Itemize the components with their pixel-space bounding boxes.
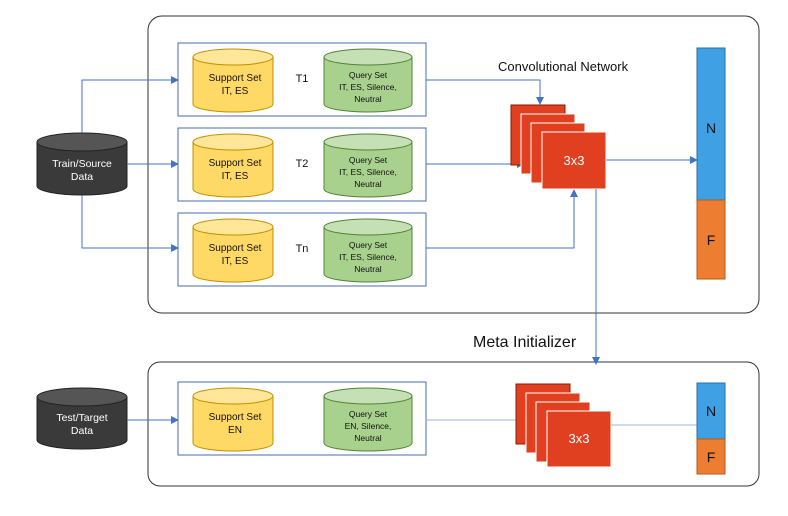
output-bar-train: N F	[696, 47, 726, 280]
output-n-segment	[696, 47, 726, 201]
task-to-conv-arrows	[426, 79, 578, 249]
query-set-t2: Query Set IT, ES, Silence, Neutral	[323, 133, 413, 198]
query-set-title: Query Set	[349, 409, 388, 419]
train-source-database: Train/Source Data	[36, 132, 128, 196]
support-set-title: Support Set	[209, 73, 262, 84]
query-set-classes-2: Neutral	[354, 179, 382, 189]
support-set-title: Support Set	[209, 243, 262, 254]
output-f-label: F	[707, 232, 716, 248]
query-set-classes: IT, ES, Silence,	[339, 252, 397, 262]
support-set-title: Support Set	[209, 412, 262, 423]
task-tag-t2: T2	[296, 158, 309, 170]
support-set-classes: IT, ES	[222, 171, 249, 182]
output-n-label: N	[706, 120, 716, 136]
test-db-line2: Data	[71, 425, 93, 437]
test-db-line1: Test/Target	[56, 412, 107, 424]
meta-initializer-title: Meta Initializer	[473, 334, 577, 351]
output-n-segment	[696, 382, 726, 440]
conv-filter-front	[546, 410, 612, 468]
query-set-classes-2: Neutral	[354, 94, 382, 104]
train-db-line1: Train/Source	[52, 158, 112, 170]
support-set-test: Support Set EN	[192, 387, 274, 452]
train-db-arrows	[81, 76, 179, 252]
conv-stack-test: 3x3	[515, 383, 612, 468]
target-container	[147, 361, 760, 487]
support-set-t2: Support Set IT, ES	[192, 133, 274, 198]
support-set-classes: IT, ES	[222, 256, 249, 267]
support-set-classes: IT, ES	[222, 86, 249, 97]
test-target-database: Test/Target Data	[36, 387, 128, 450]
query-set-classes: IT, ES, Silence,	[339, 167, 397, 177]
query-set-classes-2: Neutral	[354, 264, 382, 274]
query-set-title: Query Set	[349, 240, 388, 250]
support-set-title: Support Set	[209, 158, 262, 169]
output-n-label: N	[706, 403, 716, 419]
support-set-tn: Support Set IT, ES	[192, 218, 274, 283]
train-db-line2: Data	[71, 171, 93, 183]
query-set-t1: Query Set IT, ES, Silence, Neutral	[323, 48, 413, 113]
conv-label: 3x3	[569, 431, 590, 446]
query-set-title: Query Set	[349, 70, 388, 80]
conv-stack-train: 3x3	[510, 104, 607, 190]
conv-network-title: Convolutional Network	[498, 59, 629, 74]
task-tag-t1: T1	[296, 73, 309, 85]
output-f-label: F	[707, 449, 716, 465]
task-tag-tn: Tn	[296, 243, 309, 255]
conv-label: 3x3	[564, 153, 585, 168]
query-set-classes-2: Neutral	[354, 433, 382, 443]
query-set-classes: EN, Silence,	[345, 421, 392, 431]
output-f-segment	[696, 199, 726, 280]
query-set-tn: Query Set IT, ES, Silence, Neutral	[323, 218, 413, 283]
query-set-classes: IT, ES, Silence,	[339, 82, 397, 92]
query-set-test: Query Set EN, Silence, Neutral	[323, 387, 413, 452]
support-set-classes: EN	[228, 425, 242, 436]
support-set-t1: Support Set IT, ES	[192, 48, 274, 113]
output-bar-test: N F	[696, 382, 726, 475]
query-set-title: Query Set	[349, 155, 388, 165]
output-f-segment	[696, 438, 726, 475]
